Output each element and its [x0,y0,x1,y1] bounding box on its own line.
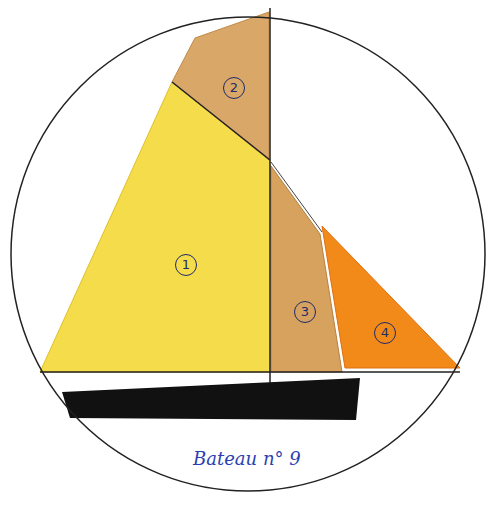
callout-number: 4 [374,322,396,344]
hull [62,378,360,420]
callout-number: 3 [294,301,316,323]
caption: Bateau n° 9 [193,448,301,469]
callout-number: 2 [223,77,245,99]
sail-2 [172,12,269,160]
waterline [40,371,460,373]
sail-4 [322,226,460,368]
mast [269,8,271,392]
gaff [172,82,270,160]
callout-number: 1 [175,254,197,276]
forestay [271,162,322,232]
frame-circle [11,17,485,491]
